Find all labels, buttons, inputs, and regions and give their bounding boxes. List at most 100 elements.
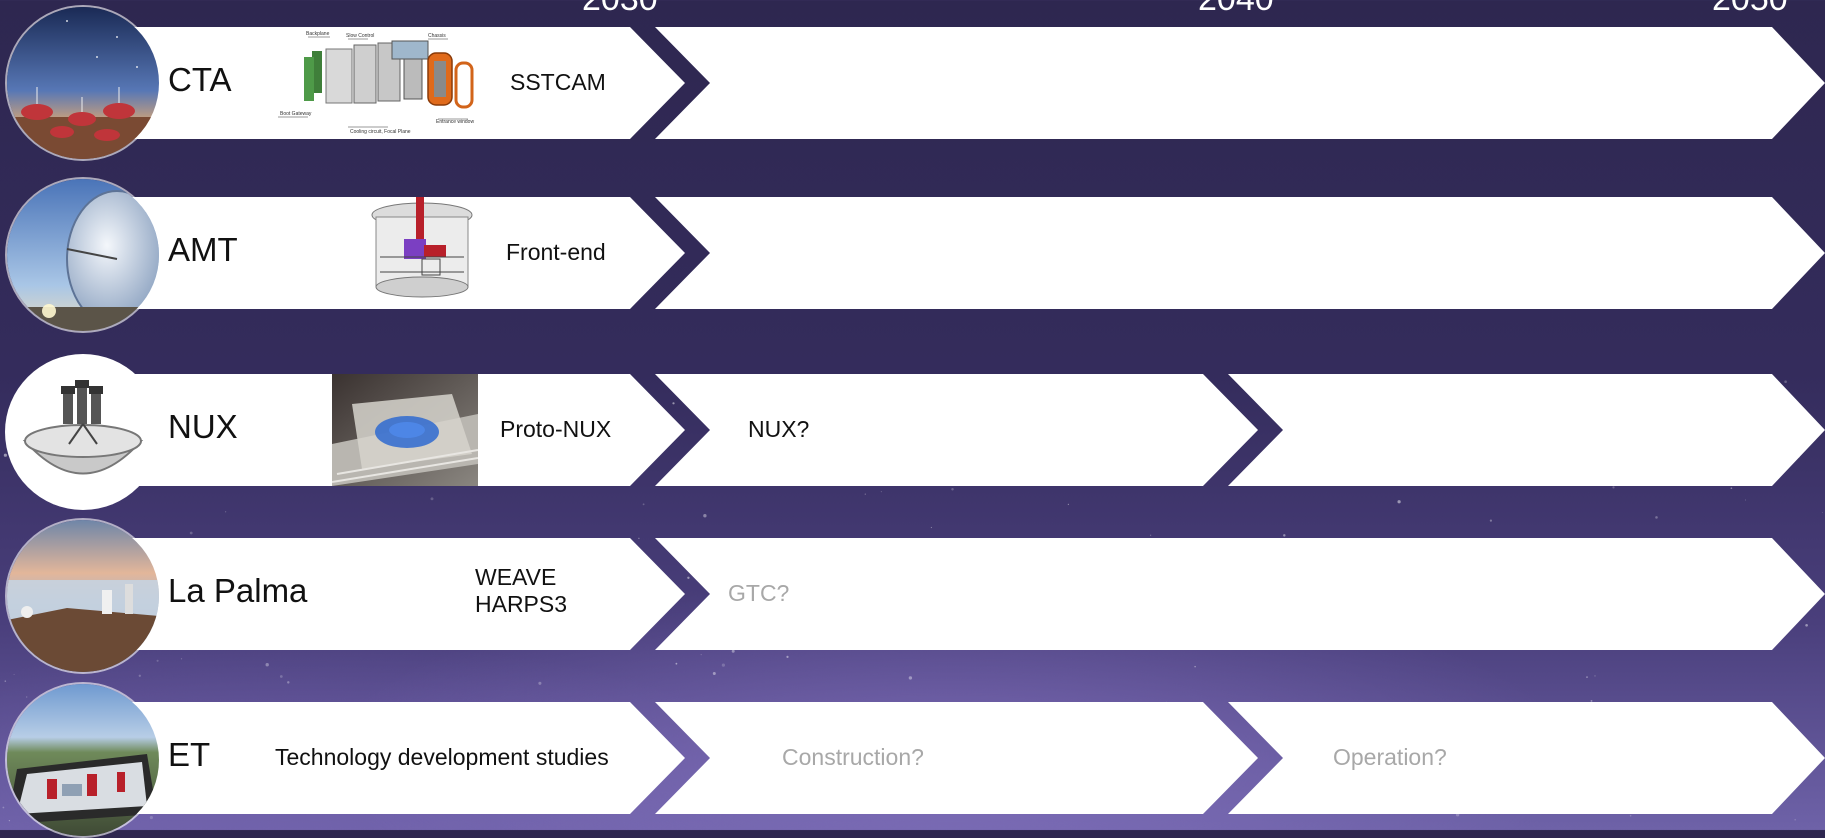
star (4, 680, 7, 682)
star (864, 493, 866, 495)
star (189, 531, 193, 535)
star (908, 676, 913, 680)
star (149, 816, 153, 820)
star (430, 497, 434, 501)
current-phase-arrow (70, 702, 685, 814)
future-phase-label: GTC? (728, 580, 790, 606)
row-title: CTA (168, 61, 232, 98)
star (1784, 380, 1787, 384)
star (786, 655, 789, 659)
star (1590, 699, 1593, 702)
current-phase-label: Front-end (506, 239, 606, 265)
future-phase-arrow (655, 702, 1258, 814)
star (1794, 818, 1797, 821)
svg-text:Boot Gateway: Boot Gateway (280, 111, 312, 117)
future-phase-arrow (655, 197, 1825, 309)
star (951, 487, 954, 491)
telescope-dome-render-icon (5, 354, 161, 510)
row-title: AMT (168, 231, 238, 268)
current-phase-label-line: WEAVE (475, 564, 557, 590)
star (1397, 500, 1401, 504)
star (642, 503, 645, 506)
star (156, 659, 159, 662)
star (3, 453, 7, 457)
row-title: La Palma (168, 572, 308, 609)
svg-text:Slow Control: Slow Control (346, 33, 374, 39)
svg-text:Chassis: Chassis (428, 33, 446, 39)
star (13, 673, 15, 676)
timeline-row-et: ET Technology development studies Constr… (0, 682, 1825, 838)
star (1283, 534, 1286, 537)
star (1067, 503, 1070, 506)
future-phase-arrow (1228, 702, 1825, 814)
star (700, 653, 702, 656)
row-title: NUX (168, 408, 238, 445)
star (672, 402, 675, 405)
star (1612, 486, 1615, 489)
star (687, 576, 690, 579)
timeline-arrows (70, 702, 1825, 814)
year-marker-2040: 2040 (1198, 0, 1274, 19)
star (538, 681, 542, 685)
timeline-row-amt: AMT Front-end (0, 177, 1825, 333)
year-marker-2030: 2030 (582, 0, 658, 19)
timeline-arrows (70, 374, 1825, 486)
future-phase-arrow (1228, 374, 1825, 486)
star (224, 511, 227, 513)
star (180, 658, 183, 660)
receiver-cutaway-diagram-icon (366, 197, 478, 309)
year-marker-2050: 2050 (1712, 0, 1788, 19)
row-title: ET (168, 736, 211, 773)
star (721, 663, 725, 667)
future-phase-arrow (655, 27, 1825, 139)
star (1629, 814, 1632, 817)
current-phase-label: SSTCAM (510, 69, 606, 95)
future-phase-label: Construction? (782, 744, 924, 770)
lab-prototype-photo-icon (332, 374, 478, 486)
star (1586, 676, 1588, 678)
star (1149, 534, 1152, 536)
timeline-arrows (70, 538, 1825, 650)
star (1805, 623, 1808, 627)
future-phase-label: NUX? (748, 416, 810, 442)
dish-antenna-photo-icon (5, 177, 161, 333)
future-phase-arrow (655, 538, 1825, 650)
star (1821, 511, 1823, 514)
star (712, 672, 716, 675)
current-phase-label: WEAVE HARPS3 (475, 564, 567, 618)
current-phase-label-line: HARPS3 (475, 591, 568, 617)
star (287, 681, 290, 684)
svg-text:Backplane: Backplane (306, 31, 330, 37)
future-phase-arrow (655, 374, 1258, 486)
timeline-row-la-palma: La Palma WEAVE HARPS3 GTC? (0, 518, 1825, 674)
star (675, 662, 678, 665)
star (265, 663, 269, 667)
star (26, 696, 28, 698)
current-phase-label: Proto-NUX (500, 416, 612, 442)
star (279, 675, 283, 678)
future-phase-label: Operation? (1333, 744, 1447, 770)
star (8, 819, 11, 822)
telescope-array-photo-icon (5, 5, 161, 161)
svg-text:Cooling circuit, Focal Plane: Cooling circuit, Focal Plane (350, 129, 411, 135)
star (1594, 675, 1596, 677)
star (138, 674, 141, 677)
star (1655, 516, 1658, 519)
timeline-row-nux: NUX Proto-NUX NUX? (0, 354, 1825, 510)
star (880, 491, 882, 493)
underground-detector-render-icon (5, 682, 161, 838)
star (930, 526, 933, 529)
star (1194, 665, 1196, 668)
svg-text:Entrance window: Entrance window (436, 119, 474, 125)
star (703, 514, 707, 518)
current-phase-label: Technology development studies (275, 744, 609, 770)
star (1730, 487, 1733, 490)
star (1489, 519, 1492, 522)
current-phase-arrow (70, 538, 685, 650)
star (731, 649, 735, 653)
timeline-arrows (70, 197, 1825, 309)
star (1744, 499, 1747, 501)
observatory-landscape-photo-icon (5, 518, 161, 674)
